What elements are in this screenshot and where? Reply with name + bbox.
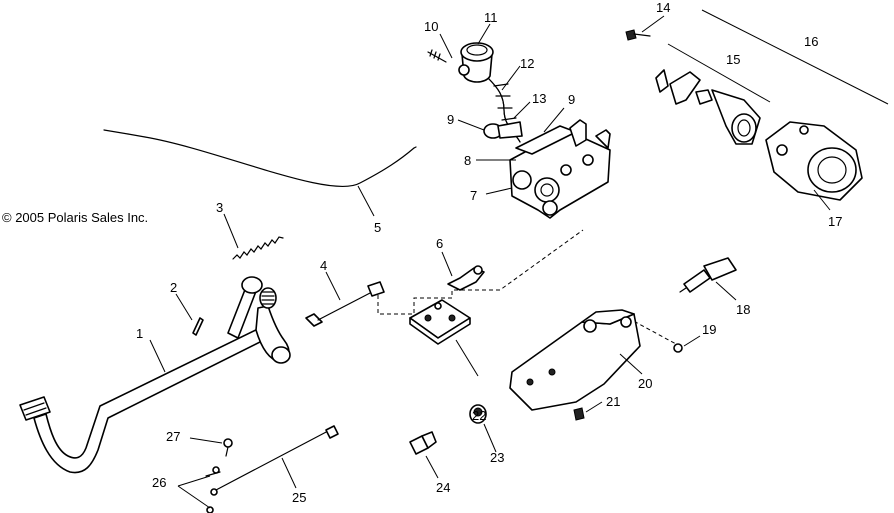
label-17: 17 [828, 214, 842, 229]
rod-part-4 [305, 281, 385, 327]
bolt-part-21 [573, 407, 585, 421]
label-7: 7 [470, 188, 477, 203]
label-8: 8 [464, 153, 471, 168]
label-20: 20 [638, 376, 652, 391]
label-1: 1 [136, 326, 143, 341]
bushing-part-23 [469, 404, 487, 424]
label-6: 6 [436, 236, 443, 251]
routing-line-a [377, 229, 584, 315]
label-27: 27 [166, 429, 180, 444]
label-19: 19 [702, 322, 716, 337]
label-2: 2 [170, 280, 177, 295]
fitting-part-9 [483, 121, 523, 139]
label-11: 11 [484, 10, 498, 25]
label-3: 3 [216, 200, 223, 215]
spring-part-3 [232, 236, 284, 260]
label-13: 13 [532, 91, 546, 106]
label-9-right: 9 [568, 92, 575, 107]
bracket-part-22 [409, 299, 471, 345]
label-18: 18 [736, 302, 750, 317]
label-22: 22 [472, 408, 486, 423]
nut-part-19 [673, 343, 683, 353]
pin-part-27 [223, 438, 233, 457]
label-25: 25 [292, 490, 306, 505]
label-5: 5 [374, 220, 381, 235]
bolt-part-14 [625, 29, 651, 41]
label-10: 10 [424, 19, 438, 34]
brake-pedal-part-1 [19, 276, 291, 474]
plate-part-20 [509, 309, 641, 411]
housing-part-17 [765, 121, 863, 201]
label-4: 4 [320, 258, 327, 273]
label-15: 15 [726, 52, 740, 67]
cable-part-5 [103, 129, 417, 188]
pin-part-2 [192, 317, 204, 336]
bolt-part-24 [409, 431, 437, 455]
label-26: 26 [152, 475, 166, 490]
screw-part-10 [427, 49, 470, 76]
clip-part-26 [205, 466, 221, 513]
clevis-part-6 [447, 265, 485, 291]
label-21: 21 [606, 394, 620, 409]
part-labels: 1 2 3 4 5 6 7 8 9 9 10 11 12 13 14 15 16… [136, 0, 842, 505]
label-16: 16 [804, 34, 818, 49]
rod-part-25 [215, 425, 339, 491]
label-23: 23 [490, 450, 504, 465]
reservoir-part-11 [460, 42, 494, 83]
switch-part-18 [679, 257, 737, 293]
label-24: 24 [436, 480, 450, 495]
label-14: 14 [656, 0, 670, 15]
copyright-text: © 2005 Polaris Sales Inc. [2, 210, 148, 225]
leader-lines [149, 9, 889, 509]
label-12: 12 [520, 56, 534, 71]
master-cylinder-part-7 [509, 119, 611, 219]
label-9-left: 9 [447, 112, 454, 127]
linkage-part-15 [655, 69, 761, 145]
